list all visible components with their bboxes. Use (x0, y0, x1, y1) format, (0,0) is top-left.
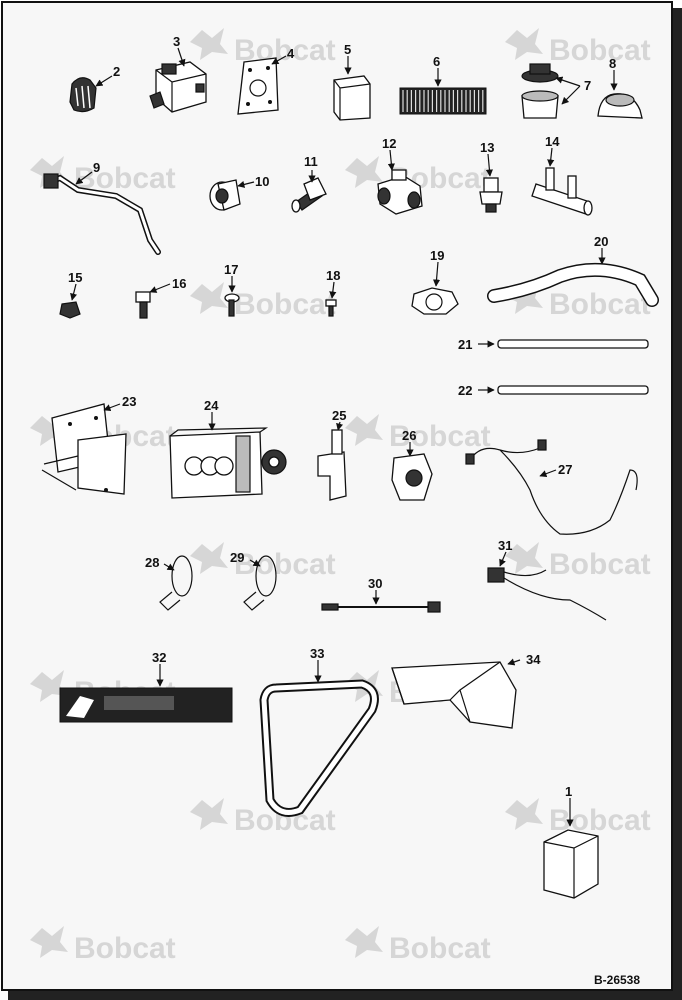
callout-10: 10 (255, 174, 269, 189)
part-7-vent (521, 63, 559, 119)
part-19-gasket (411, 287, 459, 315)
callout-11: 11 (304, 154, 318, 169)
callout-8: 8 (609, 56, 616, 71)
callout-31: 31 (498, 538, 512, 553)
callout-3: 3 (173, 34, 180, 49)
part-17-screw (224, 293, 240, 317)
watermark-logo: Bobcat (190, 798, 336, 837)
callout-21: 21 (458, 337, 472, 352)
watermark-text: Bobcat (74, 932, 176, 965)
part-12-tee (377, 169, 423, 215)
callout-26: 26 (402, 428, 416, 443)
watermark-text: Bobcat (389, 420, 491, 453)
part-13-sensor (479, 177, 503, 213)
part-20-hose (487, 262, 659, 307)
watermark-logo: Bobcat (505, 542, 651, 581)
part-30-cable (321, 601, 441, 613)
part-9-rod (43, 173, 161, 255)
watermark-logo: Bobcat (190, 542, 336, 581)
part-24-heater-unit (169, 427, 287, 499)
callout-28: 28 (145, 555, 159, 570)
callout-24: 24 (204, 398, 219, 413)
callout-9: 9 (93, 160, 100, 175)
callout-30: 30 (368, 576, 382, 591)
part-14-manifold (531, 167, 593, 216)
part-10-bushing (209, 179, 241, 211)
part-33-belt (259, 679, 379, 817)
part-29-clamp (243, 555, 277, 611)
callout-23: 23 (122, 394, 136, 409)
callout-5: 5 (344, 42, 351, 57)
watermark-text: Bobcat (234, 548, 336, 581)
callout-1: 1 (565, 784, 572, 799)
callout-4: 4 (287, 46, 295, 61)
part-18-screw (325, 299, 337, 317)
callout-2: 2 (113, 64, 120, 79)
callout-14: 14 (545, 134, 560, 149)
callout-7: 7 (584, 78, 591, 93)
watermark-logo: Bobcat (505, 28, 651, 67)
watermark-logo: Bobcat (345, 156, 491, 195)
part-21-tube (497, 339, 649, 349)
part-31-wire-lead (487, 567, 607, 621)
part-32-decal (59, 687, 233, 723)
callout-13: 13 (480, 140, 494, 155)
callout-16: 16 (172, 276, 186, 291)
part-5-block (333, 75, 371, 121)
callout-29: 29 (230, 550, 244, 565)
callout-19: 19 (430, 248, 444, 263)
part-34-cover (391, 661, 517, 729)
callout-17: 17 (224, 262, 238, 277)
watermark-logo: Bobcat (505, 798, 651, 837)
callout-34: 34 (526, 652, 541, 667)
callout-25: 25 (332, 408, 346, 423)
watermark-text: Bobcat (389, 932, 491, 965)
watermark-logo: Bobcat (345, 414, 491, 453)
watermark-text: Bobcat (549, 288, 651, 321)
part-26-blower (391, 453, 433, 501)
callout-6: 6 (433, 54, 440, 69)
part-22-tube (497, 385, 649, 395)
callout-labels: 1 2 3 4 5 6 7 8 9 10 11 12 13 14 15 16 1… (68, 34, 616, 799)
callout-12: 12 (382, 136, 396, 151)
watermark-logo: Bobcat (30, 926, 176, 965)
reference-code: B-26538 (594, 973, 640, 987)
part-11-fitting (291, 177, 327, 213)
part-27-wire-harness (465, 439, 638, 535)
callout-22: 22 (458, 383, 472, 398)
watermark-logo: Bobcat (190, 282, 336, 321)
callout-33: 33 (310, 646, 324, 661)
watermark-logo: Bobcat (345, 926, 491, 965)
part-15-nut (59, 301, 81, 319)
callout-18: 18 (326, 268, 340, 283)
part-6-filter-strip (399, 87, 487, 115)
part-3-switch (149, 61, 207, 113)
part-28-clamp (159, 555, 193, 611)
part-25-bracket (317, 429, 347, 501)
part-8-cap (597, 93, 643, 119)
callout-32: 32 (152, 650, 166, 665)
watermark-text: Bobcat (234, 288, 336, 321)
part-2-knob (69, 77, 97, 113)
part-23-bracket (41, 403, 127, 495)
watermark-text: Bobcat (549, 548, 651, 581)
callout-27: 27 (558, 462, 572, 477)
callout-15: 15 (68, 270, 82, 285)
part-16-bolt (135, 291, 151, 319)
callout-20: 20 (594, 234, 608, 249)
watermark-text: Bobcat (549, 34, 651, 67)
part-4-plate (237, 57, 279, 115)
leader-lines (70, 47, 618, 827)
part-1-kit-box (543, 829, 599, 899)
